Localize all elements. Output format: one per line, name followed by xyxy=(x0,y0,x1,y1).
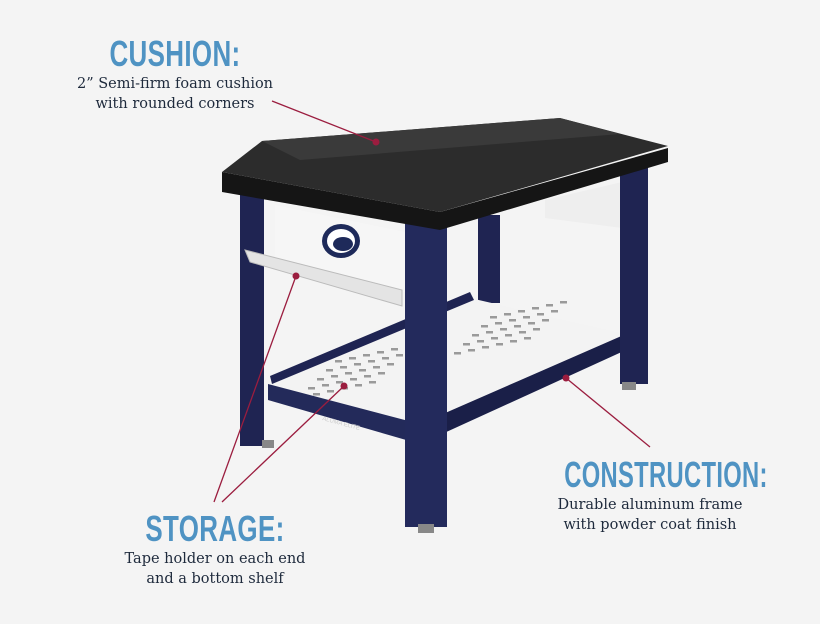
perforation xyxy=(496,343,503,346)
perforation xyxy=(532,307,539,310)
perforation xyxy=(537,313,544,316)
shelf-front-rail xyxy=(268,384,420,444)
front-left-leg xyxy=(240,188,264,446)
perforation xyxy=(481,325,488,328)
cushion-callout: CUSHION: 2” Semi-firm foam cushion with r… xyxy=(55,36,295,114)
perforation xyxy=(382,357,389,360)
perforation xyxy=(505,334,512,337)
perforation xyxy=(317,378,324,381)
perforation xyxy=(495,322,502,325)
back-leg xyxy=(478,215,500,303)
perforation xyxy=(468,349,475,352)
storage-title: STORAGE: xyxy=(145,508,285,549)
perforation xyxy=(378,372,385,375)
perforation xyxy=(322,384,329,387)
perforation xyxy=(326,369,333,372)
cushion-line-1: 2” Semi-firm foam cushion xyxy=(76,76,274,92)
storage-line-2: and a bottom shelf xyxy=(146,571,284,587)
storage-callout: STORAGE: Tape holder on each end and a bo… xyxy=(100,511,330,589)
perforation xyxy=(396,354,403,357)
perforation xyxy=(349,357,356,360)
construction-title: CONSTRUCTION: xyxy=(564,454,768,495)
perforation xyxy=(335,360,342,363)
construction-line-1: Durable aluminum frame xyxy=(557,497,743,513)
perforation xyxy=(368,360,375,363)
construction-callout: CONSTRUCTION: Durable aluminum frame with… xyxy=(520,457,780,535)
perforation xyxy=(477,340,484,343)
cushion-description: 2” Semi-firm foam cushion with rounded co… xyxy=(55,74,295,114)
perforation xyxy=(359,369,366,372)
perforation xyxy=(336,381,343,384)
construction-description: Durable aluminum frame with powder coat f… xyxy=(520,495,780,535)
perforation xyxy=(490,316,497,319)
cushion-line-2: with rounded corners xyxy=(95,96,255,112)
perforation xyxy=(387,363,394,366)
perforation xyxy=(514,325,521,328)
perforation xyxy=(454,352,461,355)
penn-state-logo xyxy=(322,224,360,258)
perforation xyxy=(364,375,371,378)
right-panel xyxy=(545,182,622,228)
perforation xyxy=(345,372,352,375)
perforation xyxy=(523,316,530,319)
perforation xyxy=(500,328,507,331)
perforation xyxy=(491,337,498,340)
perforation xyxy=(482,346,489,349)
perforation xyxy=(377,351,384,354)
perforation xyxy=(363,354,370,357)
right-leg xyxy=(620,162,648,384)
perforation xyxy=(472,334,479,337)
shelf-perforations xyxy=(299,301,567,399)
perforation xyxy=(327,390,334,393)
construction-line-2: with powder coat finish xyxy=(563,517,737,533)
perforation xyxy=(486,331,493,334)
front-center-leg xyxy=(405,222,447,527)
perforation xyxy=(524,337,531,340)
perforation xyxy=(560,301,567,304)
perforation xyxy=(509,319,516,322)
perforation xyxy=(369,381,376,384)
perforation xyxy=(391,348,398,351)
perforation xyxy=(510,340,517,343)
cushion-side xyxy=(222,148,668,230)
storage-line-1: Tape holder on each end xyxy=(124,551,306,567)
perforation xyxy=(546,304,553,307)
perforation xyxy=(463,343,470,346)
perforation xyxy=(313,393,320,396)
perforation xyxy=(528,322,535,325)
perforation xyxy=(354,363,361,366)
leader-lines xyxy=(213,100,651,503)
perforation xyxy=(308,387,315,390)
storage-description: Tape holder on each end and a bottom shel… xyxy=(100,549,330,589)
perforation xyxy=(533,328,540,331)
perforation xyxy=(373,366,380,369)
perforation xyxy=(518,310,525,313)
perforation xyxy=(519,331,526,334)
perforation xyxy=(340,366,347,369)
perforation xyxy=(350,378,357,381)
perforation xyxy=(355,384,362,387)
perforation xyxy=(542,319,549,322)
shelf-side-rail xyxy=(420,334,626,444)
cushion-title: CUSHION: xyxy=(109,33,241,74)
perforation xyxy=(504,313,511,316)
tape-holder xyxy=(244,249,403,307)
perforation xyxy=(331,375,338,378)
perforation xyxy=(551,310,558,313)
